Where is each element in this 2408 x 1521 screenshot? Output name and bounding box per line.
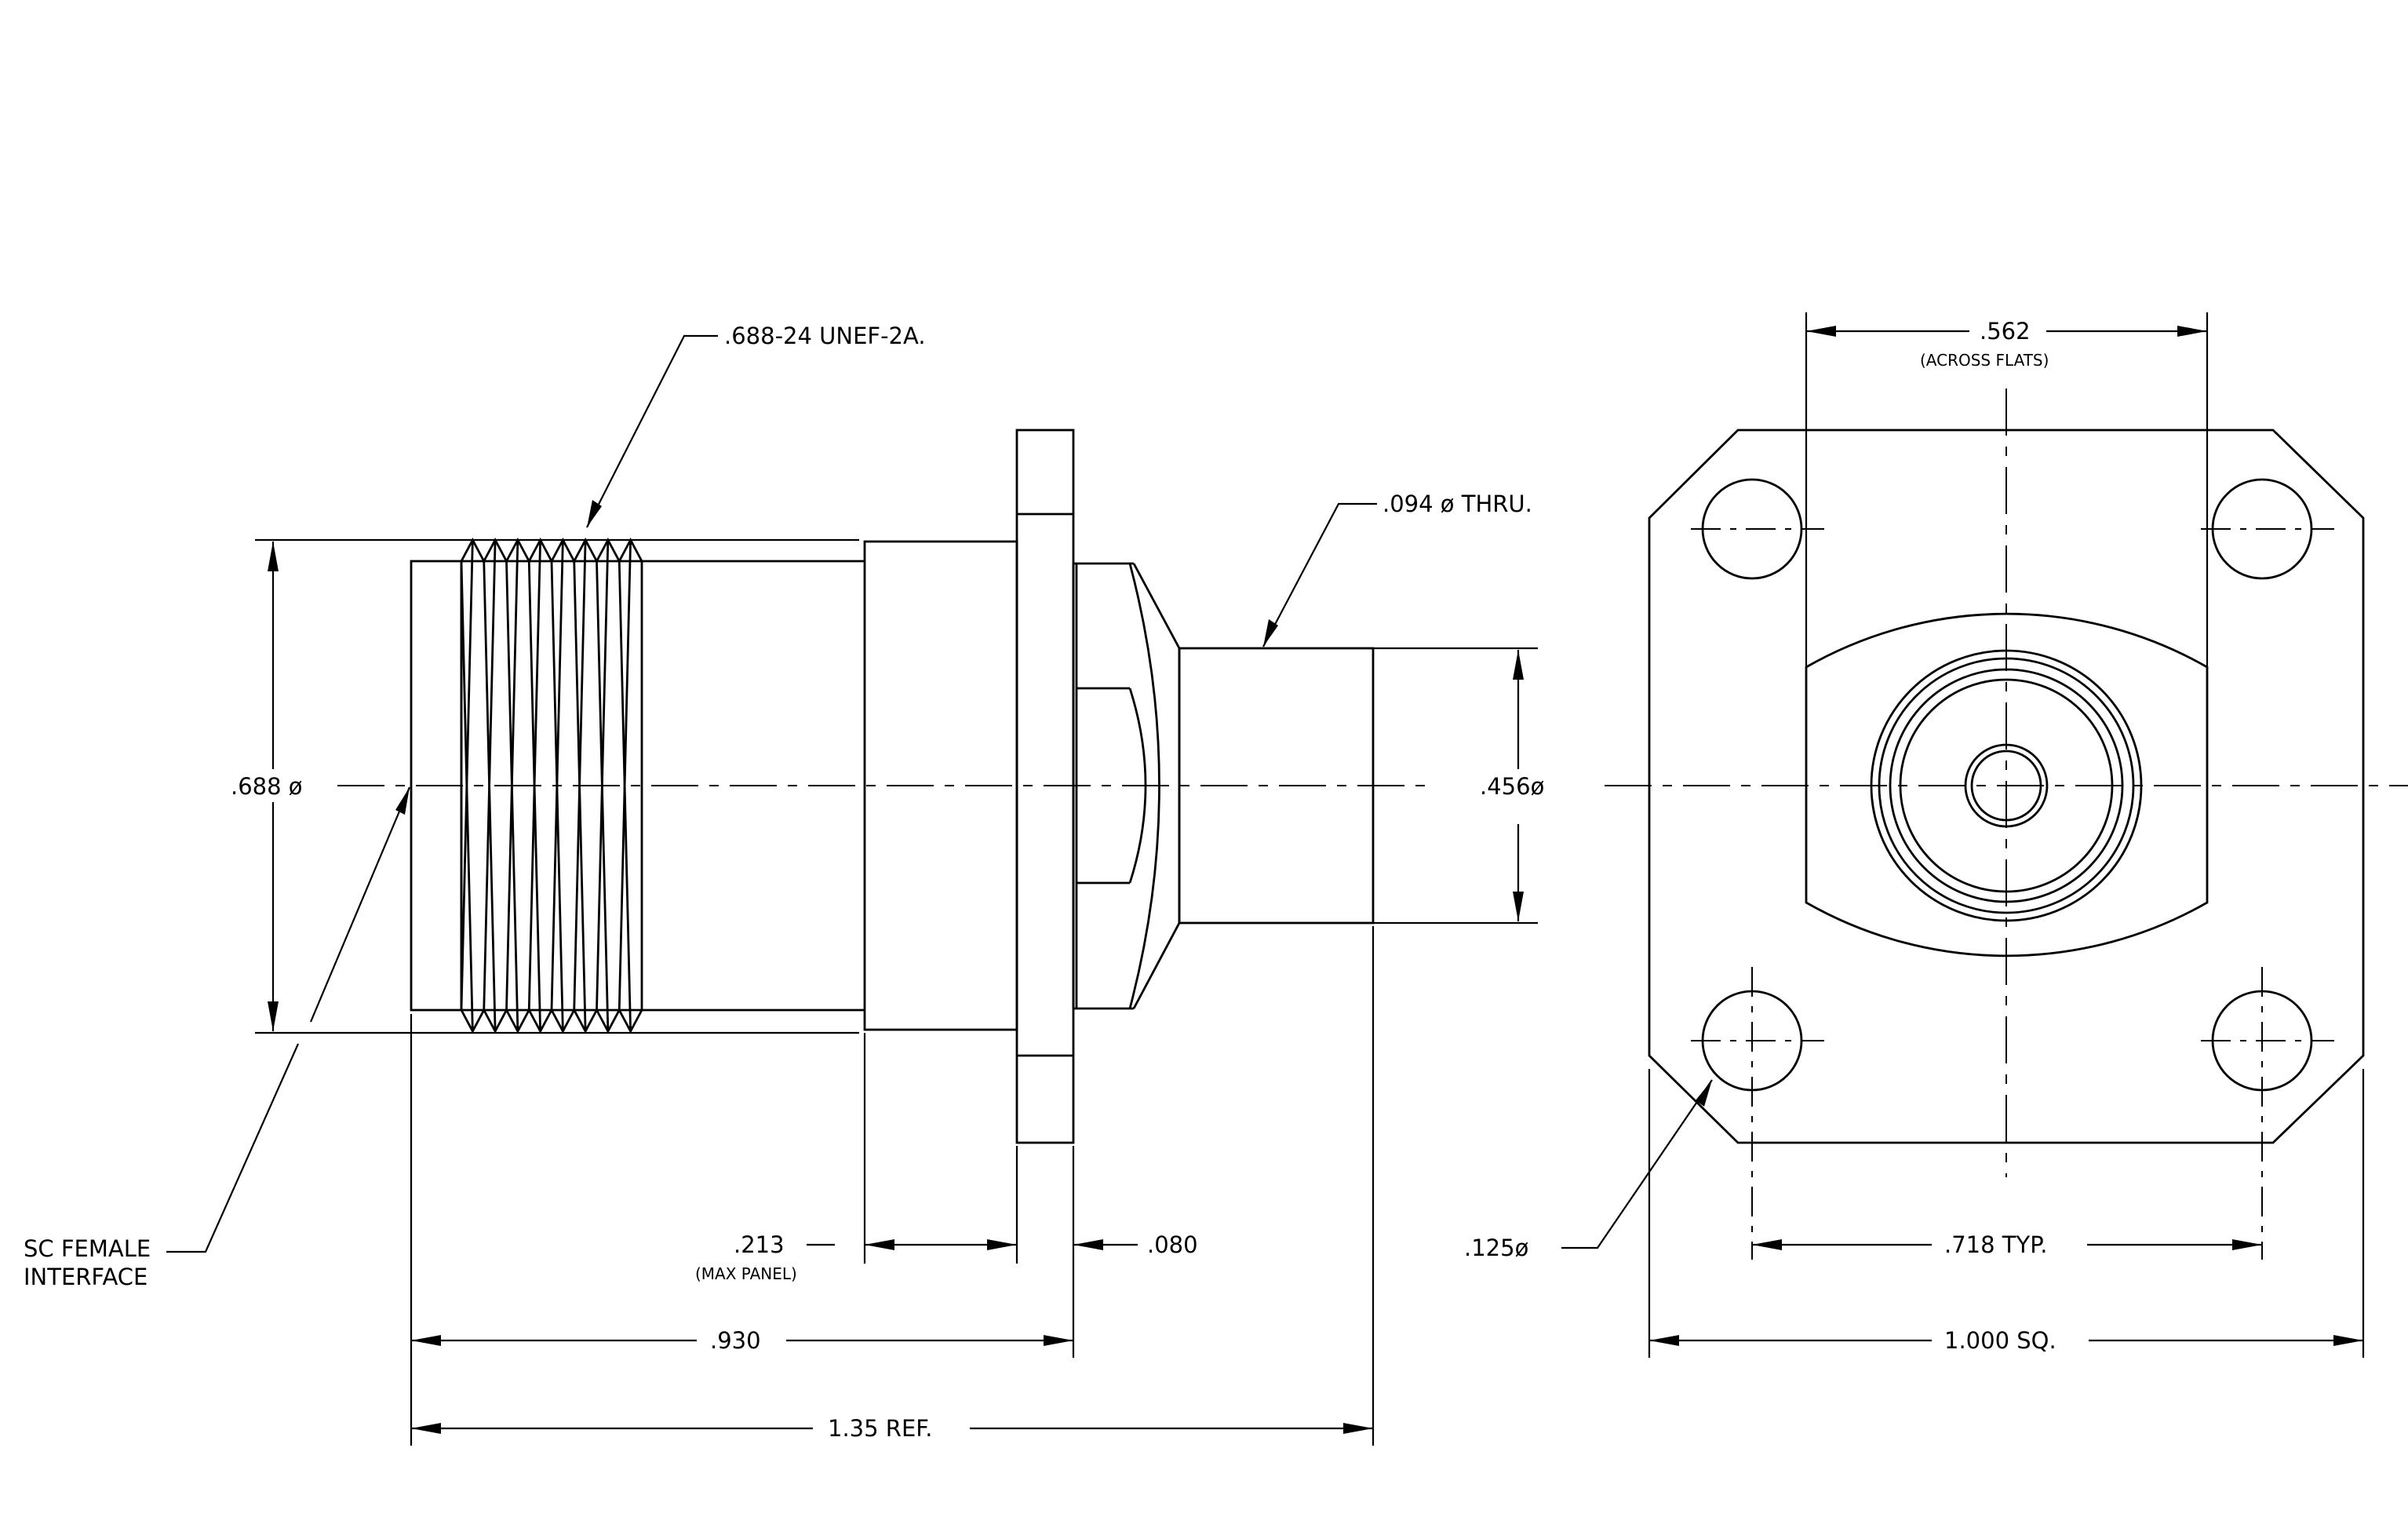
hole-125-label: .125ø — [1464, 1235, 1528, 1261]
square-flange — [1648, 429, 2365, 1144]
across-flats-profile — [1805, 612, 2209, 957]
dia-688-label: .688 ø — [231, 773, 303, 800]
thru-hole-label: .094 ø THRU. — [1383, 491, 1532, 517]
dim-718-label: .718 TYP. — [1944, 1231, 2047, 1258]
rear-tube — [1178, 647, 1375, 925]
dim-135-label: 1.35 REF. — [828, 1415, 933, 1442]
dia-456-label: .456ø — [1480, 773, 1544, 800]
max-panel-label: (MAX PANEL) — [695, 1264, 797, 1283]
across-flats-label: (ACROSS FLATS) — [1920, 351, 2049, 370]
side-view: .688 ø .456ø .688-24 UNEF-2A. .094 ø THR… — [24, 323, 1544, 1446]
dim-562-label: .562 — [1980, 318, 2031, 345]
sc-female-label-2: INTERFACE — [24, 1264, 148, 1290]
threaded-section — [460, 538, 643, 1034]
dim-1000-label: 1.000 SQ. — [1944, 1327, 2056, 1354]
dim-080-label: .080 — [1147, 1231, 1198, 1258]
sc-female-label-1: SC FEMALE — [24, 1235, 151, 1262]
dim-213-label: .213 — [734, 1231, 785, 1258]
thread-label: .688-24 UNEF-2A. — [724, 323, 926, 349]
front-view: .562 (ACROSS FLATS) .125ø .718 TYP. 1.00… — [1464, 312, 2408, 1358]
dim-930-label: .930 — [710, 1327, 761, 1354]
